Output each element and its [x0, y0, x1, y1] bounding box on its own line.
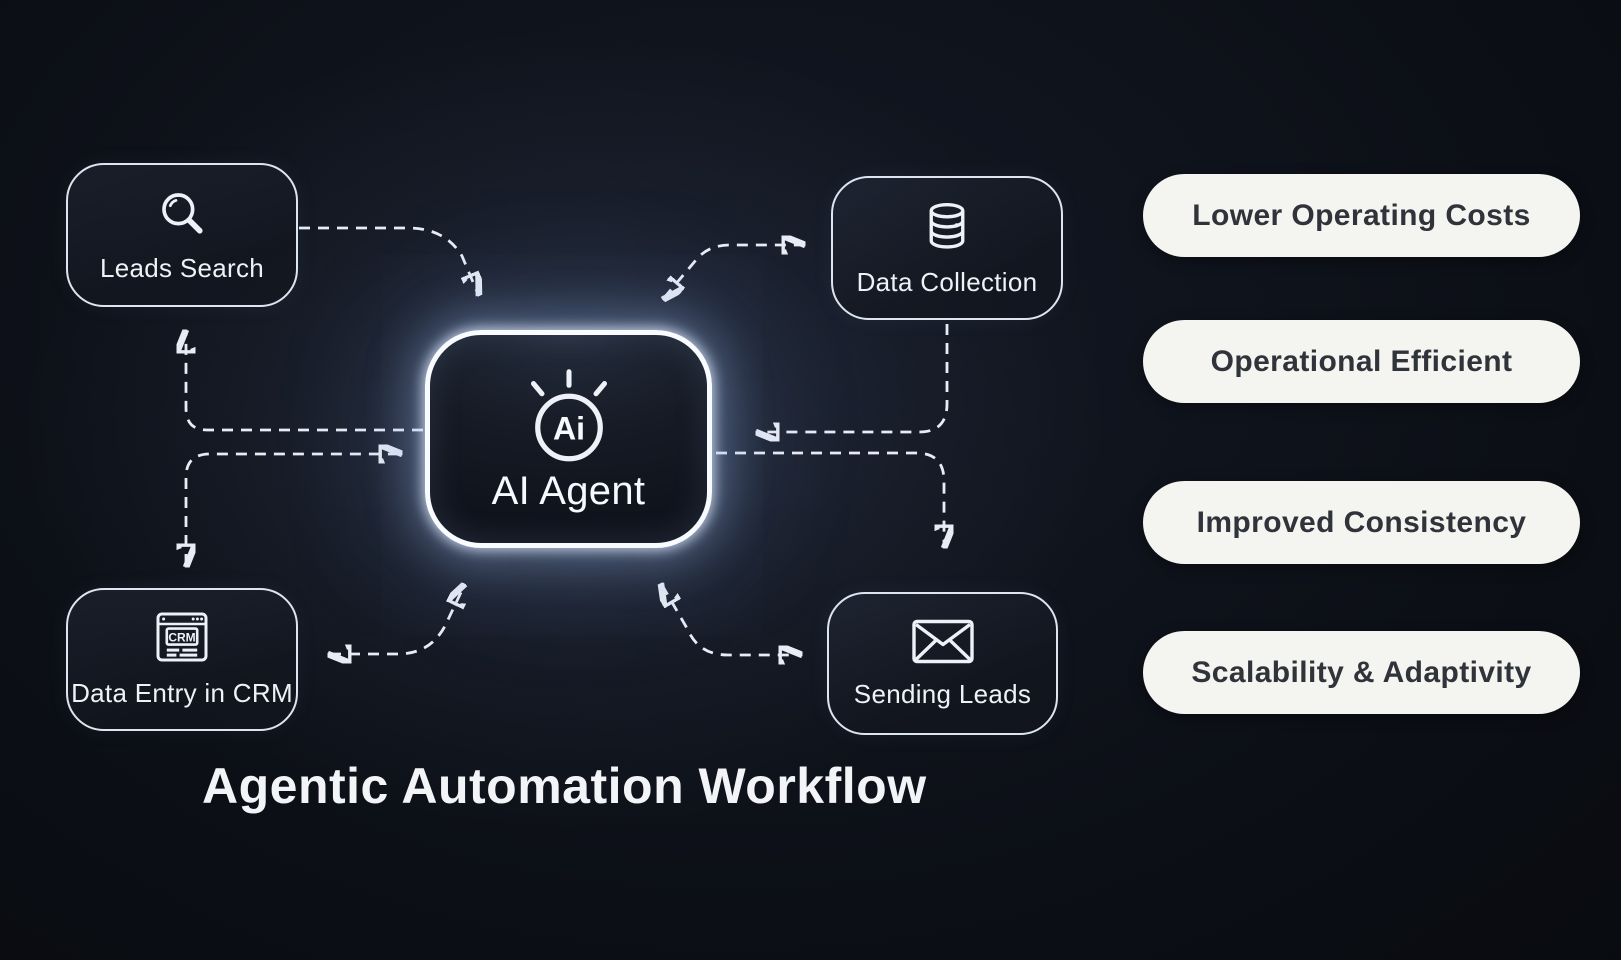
mail-icon — [911, 619, 974, 663]
node-label: Sending Leads — [853, 678, 1032, 709]
node-label: Leads Search — [99, 252, 265, 283]
ai-icon-text: Ai — [552, 410, 584, 446]
benefit-pill-lower-operating-costs: Lower Operating Costs — [1143, 174, 1580, 257]
diagram-title: Agentic Automation Workflow — [202, 758, 927, 814]
benefit-label: Improved Consistency — [1196, 505, 1527, 539]
connector-ai-agent-to-leads-search — [186, 332, 423, 432]
crm-window-icon: CRM — [156, 612, 208, 662]
benefit-pill-operational-efficient: Operational Efficient — [1143, 320, 1580, 403]
connector-data-collection-to-ai-agent — [758, 324, 949, 432]
node-data-collection: Data Collection — [831, 176, 1063, 320]
benefit-pill-scalability-adaptivity: Scalability & Adaptivity — [1143, 631, 1580, 714]
node-ai-agent: Ai AI Agent — [425, 330, 712, 548]
connector-ai-agent-crm-bottom-double — [330, 586, 464, 654]
ai-spark-icon: Ai — [530, 368, 607, 461]
database-icon — [929, 202, 965, 249]
benefit-pill-improved-consistency: Improved Consistency — [1143, 481, 1580, 564]
crm-icon-text: CRM — [168, 630, 195, 644]
node-sending-leads: Sending Leads — [827, 592, 1058, 735]
node-label: AI Agent — [491, 468, 646, 513]
connector-ai-agent-data-collection-double — [664, 245, 803, 298]
benefit-label: Lower Operating Costs — [1192, 198, 1531, 232]
benefit-label: Operational Efficient — [1210, 344, 1513, 378]
node-label: Data Entry in CRM — [71, 678, 293, 708]
search-icon — [162, 192, 203, 234]
connector-ai-agent-sending-leads-double — [662, 585, 800, 655]
benefit-label: Scalability & Adaptivity — [1191, 655, 1532, 689]
node-leads-search: Leads Search — [66, 163, 298, 307]
connector-leads-search-to-ai-agent — [299, 226, 478, 294]
node-label: Data Collection — [856, 266, 1038, 297]
node-data-entry-crm: CRM Data Entry in CRM — [66, 588, 298, 731]
connector-ai-agent-to-sending-leads-top — [716, 451, 944, 546]
connector-ai-agent-crm-left-double — [186, 454, 400, 565]
